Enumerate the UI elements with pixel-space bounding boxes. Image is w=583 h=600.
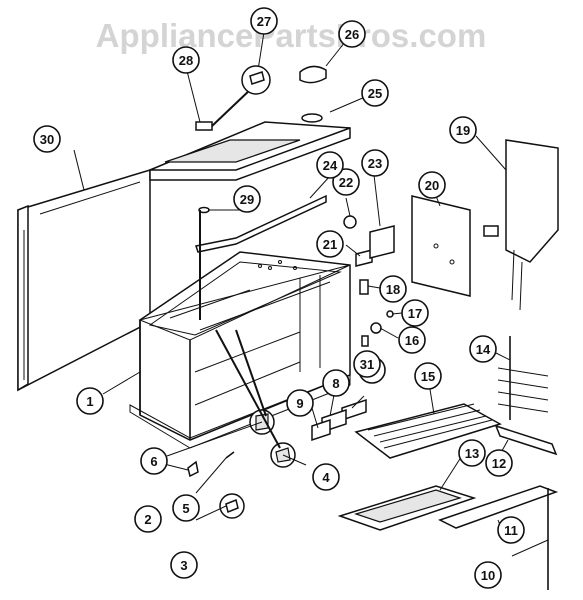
part-2-clip [187,460,199,478]
svg-text:13: 13 [465,446,479,461]
part-19-side-panel [505,139,559,311]
callout-22: 22 [332,168,360,196]
callout-16: 16 [398,326,426,354]
svg-text:20: 20 [425,178,439,193]
part-11-base [438,485,559,529]
callout-28: 28 [172,46,200,74]
part-25-top-cover [149,113,351,181]
callout-12: 12 [485,449,513,477]
part-16-fitting [370,322,382,334]
part-18-connector [359,279,369,295]
callout-29: 29 [233,185,261,213]
callout-27: 27 [250,7,278,35]
part-9-bracket [311,418,331,442]
part-21-switch [355,249,373,267]
part-30-side-panel [17,168,151,392]
callout-5: 5 [172,494,200,522]
callout-8: 8 [322,369,350,397]
svg-text:18: 18 [386,282,400,297]
part-3-screw [219,493,245,519]
callout-31: 31 [353,350,381,378]
part-22-knob [343,215,357,229]
part-5-pin [225,451,235,459]
screw-27-marker [241,65,271,95]
callout-4: 4 [312,463,340,491]
svg-text:2: 2 [144,512,151,527]
svg-text:28: 28 [179,53,193,68]
callout-1: 1 [76,387,104,415]
svg-text:11: 11 [504,523,518,538]
callout-13: 13 [458,439,486,467]
callout-19: 19 [449,116,477,144]
callout-14: 14 [469,335,497,363]
part-15-grille [354,403,502,459]
part-23-housing [369,225,395,259]
part-20-control-panel [411,195,499,297]
callout-24: 24 [316,151,344,179]
part-1-cabinet-frame [129,251,351,449]
callout-20: 20 [418,171,446,199]
svg-text:5: 5 [182,501,189,516]
callout-25: 25 [361,79,389,107]
callout-2: 2 [134,505,162,533]
callout-9: 9 [286,389,314,417]
svg-text:21: 21 [323,237,337,252]
svg-text:30: 30 [40,132,54,147]
svg-text:23: 23 [368,156,382,171]
callout-23: 23 [361,149,389,177]
svg-text:27: 27 [257,14,271,29]
svg-text:16: 16 [405,333,419,348]
svg-text:24: 24 [323,158,338,173]
svg-text:22: 22 [339,175,353,190]
svg-text:25: 25 [368,86,382,101]
part-26-cap [299,65,327,84]
part-28-bracket [195,121,213,131]
svg-text:9: 9 [296,396,303,411]
part-14-fins [497,336,549,420]
svg-text:17: 17 [408,306,422,321]
callout-17: 17 [401,299,429,327]
callout-21: 21 [316,230,344,258]
svg-text:14: 14 [476,342,491,357]
leader-lines [73,31,549,557]
svg-text:4: 4 [322,470,330,485]
callout-6: 6 [140,447,168,475]
part-12-rail [494,424,558,456]
svg-text:3: 3 [180,558,187,573]
callout-15: 15 [414,362,442,390]
svg-text:10: 10 [481,568,495,583]
svg-text:1: 1 [86,394,93,409]
callout-3: 3 [170,551,198,579]
svg-text:29: 29 [240,192,254,207]
svg-text:19: 19 [456,123,470,138]
callout-18: 18 [379,275,407,303]
watermark-text: AppliancePartsPros.com [96,17,487,54]
part-24-rail [195,194,327,253]
svg-text:31: 31 [360,357,374,372]
part-31-clip [361,335,369,347]
svg-text:8: 8 [332,376,339,391]
svg-text:6: 6 [150,454,157,469]
callout-10: 10 [474,561,502,589]
callout-11: 11 [497,516,525,544]
svg-text:26: 26 [345,27,359,42]
callout-30: 30 [33,125,61,153]
screw-27-leaders [199,87,281,449]
part-13-filter [337,485,477,531]
callout-26: 26 [338,20,366,48]
svg-text:12: 12 [492,456,506,471]
svg-text:15: 15 [421,369,435,384]
